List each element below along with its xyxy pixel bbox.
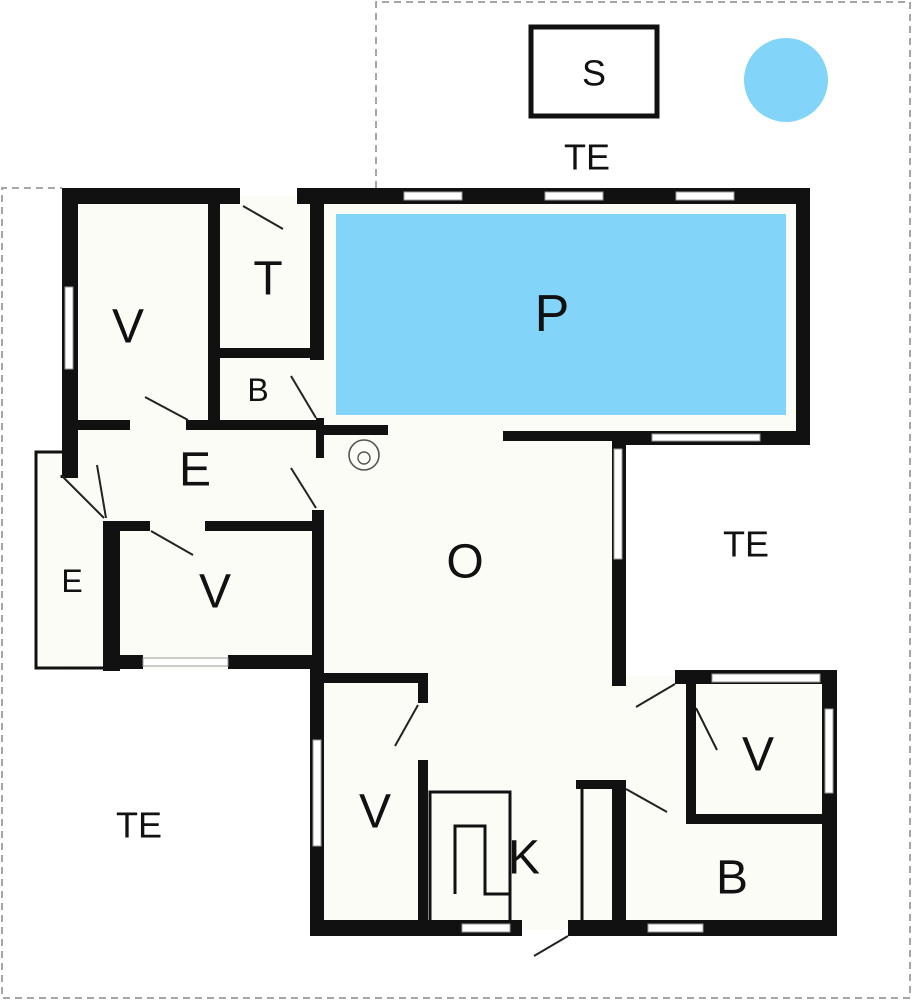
door-swings	[61, 205, 718, 957]
room-label-kitchen: K	[508, 832, 540, 885]
terrace-label-bottom-left: TE	[116, 805, 162, 846]
terrace-label-right: TE	[723, 524, 769, 565]
room-label-bath-right: B	[716, 852, 748, 905]
room-label-bedroom-mid-left: V	[199, 566, 231, 619]
room-label-bedroom-bottom-center: V	[359, 786, 391, 839]
room-label-bedroom-top-left: V	[112, 301, 144, 354]
room-label-sauna: S	[582, 53, 606, 94]
room-label-pool: P	[535, 285, 570, 343]
sauna-box	[528, 24, 660, 119]
stove-icon	[348, 439, 380, 471]
room-label-toilet: T	[253, 253, 282, 306]
room-label-bath-small: B	[247, 372, 268, 408]
room-label-entrance-side: E	[61, 563, 82, 599]
terrace-label-top: TE	[564, 137, 610, 178]
pool	[336, 214, 786, 415]
room-label-entrance-main: E	[179, 444, 211, 497]
room-label-bedroom-right: V	[742, 729, 774, 782]
hot-tub	[744, 38, 828, 122]
room-label-living: O	[446, 536, 483, 589]
windows	[64, 191, 834, 933]
